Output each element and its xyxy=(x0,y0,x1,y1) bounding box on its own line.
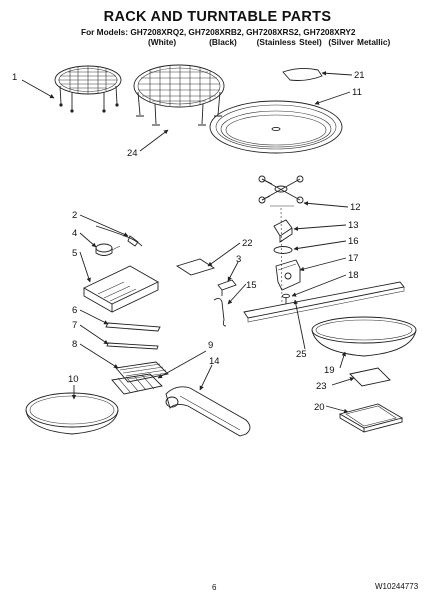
callout-4: 4 xyxy=(72,228,77,239)
washer-part xyxy=(273,246,293,254)
bracket-part xyxy=(217,279,237,296)
housing-part xyxy=(83,265,159,313)
square-pad-part xyxy=(349,367,391,387)
rod-part-7 xyxy=(106,342,159,350)
callout-16: 16 xyxy=(348,236,359,247)
callout-25: 25 xyxy=(296,349,307,360)
callout-24: 24 xyxy=(127,148,138,159)
callout-6: 6 xyxy=(72,305,77,316)
model-finishes: (White) (Black) (Stainless Steel) (Silve… xyxy=(148,37,391,47)
grid-tray-part xyxy=(111,373,163,395)
clip-part xyxy=(213,297,227,327)
callout-2: 2 xyxy=(72,210,77,221)
coupling-part xyxy=(273,219,293,243)
callout-19: 19 xyxy=(324,365,335,376)
callout-7: 7 xyxy=(72,320,77,331)
page-number: 6 xyxy=(212,583,217,592)
callout-10: 10 xyxy=(68,374,79,385)
callout-21: 21 xyxy=(354,70,365,81)
callout-22: 22 xyxy=(242,238,253,249)
callout-23: 23 xyxy=(316,381,327,392)
square-pan-part xyxy=(338,403,404,433)
callout-14: 14 xyxy=(209,356,220,367)
callout-3: 3 xyxy=(236,254,241,265)
turntable-tray-part xyxy=(209,100,343,154)
document-number: W10244773 xyxy=(375,582,419,591)
callout-9: 9 xyxy=(208,340,213,351)
callout-5: 5 xyxy=(72,248,77,259)
wire-harness-part xyxy=(95,225,143,247)
callout-1: 1 xyxy=(12,72,17,83)
oval-dish-part xyxy=(311,316,417,357)
large-rack-part xyxy=(133,64,225,126)
trim-bar-part xyxy=(243,281,405,323)
pad-part xyxy=(282,67,323,81)
callout-13: 13 xyxy=(348,220,359,231)
rod-part-6 xyxy=(105,322,161,332)
callout-11: 11 xyxy=(352,87,362,98)
cover-plate-part xyxy=(175,258,216,276)
model-numbers: For Models: GH7208XRQ2, GH7208XRB2, GH72… xyxy=(81,27,356,37)
roller-support-part xyxy=(258,175,304,207)
handle-part xyxy=(165,386,251,437)
diagram-title: RACK AND TURNTABLE PARTS xyxy=(103,9,332,25)
turntable-motor-part xyxy=(275,259,301,291)
callout-12: 12 xyxy=(350,202,361,213)
sensor-part xyxy=(95,243,121,256)
round-pan-part xyxy=(25,392,119,435)
small-rack-part xyxy=(54,65,122,113)
callout-18: 18 xyxy=(348,270,359,281)
callout-8: 8 xyxy=(72,339,77,350)
callout-15: 15 xyxy=(246,280,257,291)
callout-20: 20 xyxy=(314,402,325,413)
screw-part xyxy=(282,293,290,304)
callout-17: 17 xyxy=(348,253,359,264)
crisper-tray-part xyxy=(115,361,169,383)
